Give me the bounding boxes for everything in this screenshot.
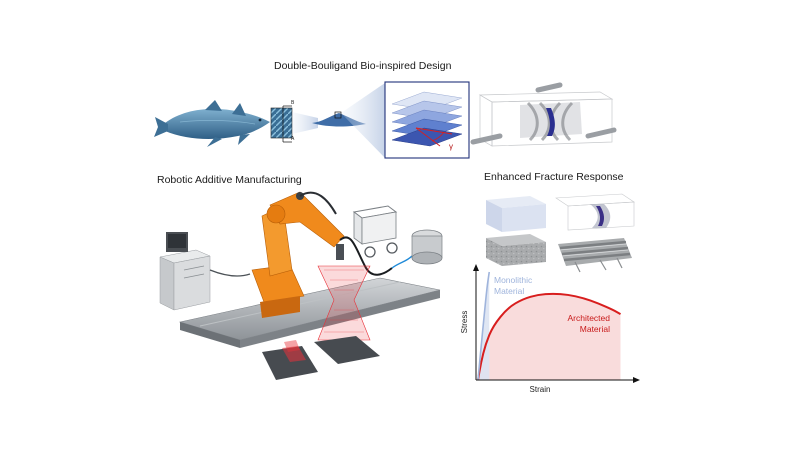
fracture-title: Enhanced Fracture Response xyxy=(484,171,624,183)
architected-area-fill xyxy=(478,293,621,380)
monolithic-label-line1: Monolithic xyxy=(494,275,533,285)
series-line-monolithic xyxy=(477,271,491,381)
zoom-beam-1 xyxy=(292,112,318,134)
axis-a-label: A xyxy=(291,136,295,142)
specimen-render-printed xyxy=(558,238,632,273)
x-axis-arrow xyxy=(633,377,640,383)
bouligand-layer-stack: γ xyxy=(384,81,470,159)
specimen-render-concrete xyxy=(486,234,546,266)
axis-b-label: B xyxy=(291,100,295,106)
three-point-bend-specimen xyxy=(470,82,617,147)
specimen-render-monolithic xyxy=(486,196,546,232)
monolithic-label-line2: Material xyxy=(494,286,524,296)
coelacanth-fish-illustration xyxy=(154,100,270,147)
angle-gamma-label: γ xyxy=(449,142,453,151)
design-title: Double-Bouligand Bio-inspired Design xyxy=(274,60,452,72)
scale-detail-square: B A xyxy=(270,100,295,143)
y-axis-label: Stress xyxy=(460,311,469,334)
specimen-render-architected-wire xyxy=(555,193,635,231)
x-axis-label: Strain xyxy=(530,385,551,394)
zoom-beam-2 xyxy=(341,83,385,158)
architected-label-line1: Architected xyxy=(567,313,610,323)
series-line-architected xyxy=(477,292,621,381)
manufacturing-title: Robotic Additive Manufacturing xyxy=(157,174,302,186)
robotic-printing-cell xyxy=(159,191,443,380)
stress-strain-chart: Stress Strain Monolithic Material Archit… xyxy=(460,264,640,394)
architected-label-line2: Material xyxy=(580,324,610,334)
y-axis-arrow xyxy=(473,264,479,271)
